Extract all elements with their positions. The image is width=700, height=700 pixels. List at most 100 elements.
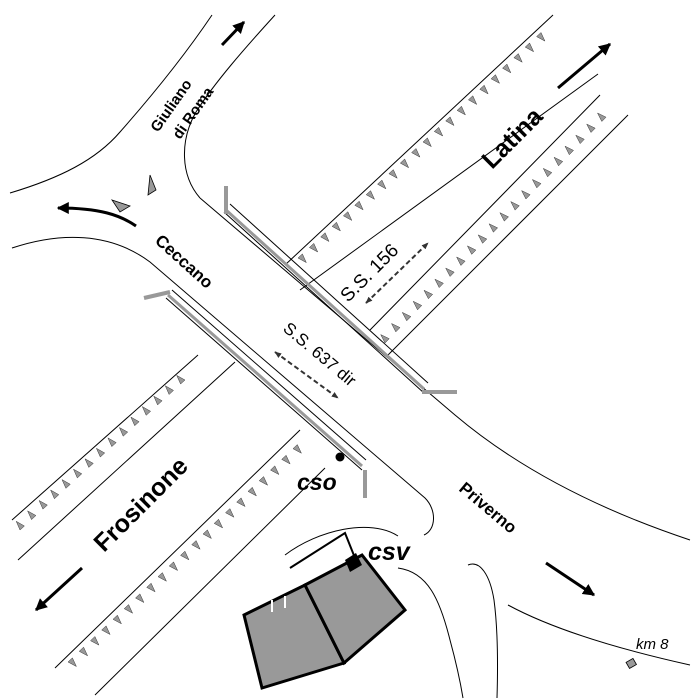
embankment-tooth (411, 148, 421, 158)
embankment-tooth (258, 476, 269, 486)
embankment-tooth (164, 385, 174, 395)
embankment-tooth (479, 84, 489, 95)
label-csv: csv (368, 538, 412, 566)
embankment-tooth (575, 134, 585, 145)
embankment-tooth (84, 458, 94, 468)
embankment-tooth (130, 416, 140, 427)
embankment-tooth (502, 63, 512, 74)
embankment-tooth (445, 267, 455, 277)
highway-line-sw-4 (94, 467, 326, 696)
road-edge-giuliano-left (9, 14, 213, 194)
embankment-tooth (236, 497, 246, 508)
embankment-tooth (467, 95, 478, 105)
embankment-tooth (247, 486, 257, 497)
arrow-icon-latina (557, 42, 611, 90)
embankment-tooth (270, 465, 280, 476)
embankment-tooth (320, 232, 330, 243)
highway-line-sw-2 (17, 361, 236, 561)
embankment-tooth (390, 322, 401, 333)
embankment-tooth (401, 311, 412, 322)
road-edge-side-east (397, 567, 464, 699)
embankment-tooth (72, 468, 83, 479)
embankment-tooth (146, 582, 156, 593)
embankment-tooth (564, 145, 574, 156)
embankment-tooth (388, 169, 398, 179)
embankment-tooth (490, 74, 501, 84)
highway-line-ne-3 (369, 94, 601, 331)
embankment-tooth (586, 123, 596, 133)
dashed-double-arrow-icon-ss156 (365, 242, 429, 304)
embankment-tooth (213, 518, 224, 529)
embankment-tooth (112, 614, 122, 625)
highway-line-ne-4 (387, 114, 629, 356)
embankment-tooth (466, 245, 477, 255)
embankment-tooth (499, 212, 509, 222)
embankment-tooth (433, 126, 444, 137)
embankment-tooth (168, 561, 179, 572)
embankment-tooth (95, 447, 106, 458)
label-cso: cso (297, 469, 337, 495)
arrow-icon-ceccano (56, 202, 137, 228)
traffic-island-2 (147, 174, 157, 196)
embankment-tooth (141, 406, 152, 416)
embankment-tooth (67, 657, 77, 668)
embankment-tooth (536, 32, 546, 42)
traffic-island-1 (111, 199, 131, 213)
embankment-tooth (225, 508, 235, 518)
label-ss637: S.S. 637 dir (279, 319, 360, 391)
embankment-tooth (123, 604, 134, 614)
embankment-tooth (27, 510, 37, 521)
label-ceccano: Ceccano (151, 231, 216, 293)
dashed-double-arrow-icon-ss637 (274, 351, 339, 399)
embankment-tooth (542, 167, 553, 178)
road-edge-priverno-lower (467, 563, 499, 699)
embankment-tooth (377, 179, 387, 190)
arrow-icon-priverno (545, 561, 595, 597)
embankment-tooth (61, 479, 71, 489)
highway-line-ne-2 (299, 73, 599, 291)
label-km8: km 8 (636, 636, 669, 653)
embankment-tooth (78, 646, 89, 657)
embankment-tooth (423, 289, 434, 300)
embankment-tooth (135, 593, 145, 604)
km-marker-icon (625, 657, 638, 670)
embankment-tooth (191, 540, 201, 550)
embankment-tooth (101, 625, 111, 636)
embankment-tooth (176, 374, 186, 385)
embankment-tooth (15, 520, 25, 531)
guardrail-south-west (143, 290, 171, 300)
embankment-tooth (510, 201, 520, 211)
embankment-tooth (153, 395, 163, 406)
label-priverno: Priverno (455, 479, 520, 538)
road-edge-main-north (199, 197, 691, 541)
embankment-tooth (445, 116, 455, 127)
embankment-tooth (365, 190, 376, 200)
arrow-icon-frosinone (34, 566, 84, 612)
embankment-tooth (399, 158, 410, 169)
embankment-tooth (342, 211, 353, 221)
embankment-tooth (456, 105, 466, 116)
embankment-tooth (180, 550, 190, 561)
embankment-tooth (38, 499, 48, 510)
highway-line-sw-3 (54, 429, 301, 669)
overpass-south (165, 289, 367, 471)
embankment-tooth (524, 42, 535, 53)
embankment-tooth (90, 636, 100, 646)
building-csv (242, 531, 408, 690)
embankment-tooth (292, 444, 302, 454)
embankment-tooth (118, 426, 129, 437)
embankment-tooth (354, 200, 364, 211)
road-edge-main-south (11, 236, 434, 536)
embankment-tooth (297, 253, 307, 264)
embankment-tooth (331, 221, 341, 232)
label-frosinone: Frosinone (88, 452, 193, 557)
road-edge-side-west (284, 526, 399, 556)
embankment-tooth (412, 300, 423, 311)
embankment-tooth (281, 454, 291, 465)
embankment-tooth (521, 190, 531, 200)
embankment-tooth (308, 242, 319, 253)
embankment-tooth (434, 278, 444, 289)
embankment-tooth (596, 112, 607, 122)
